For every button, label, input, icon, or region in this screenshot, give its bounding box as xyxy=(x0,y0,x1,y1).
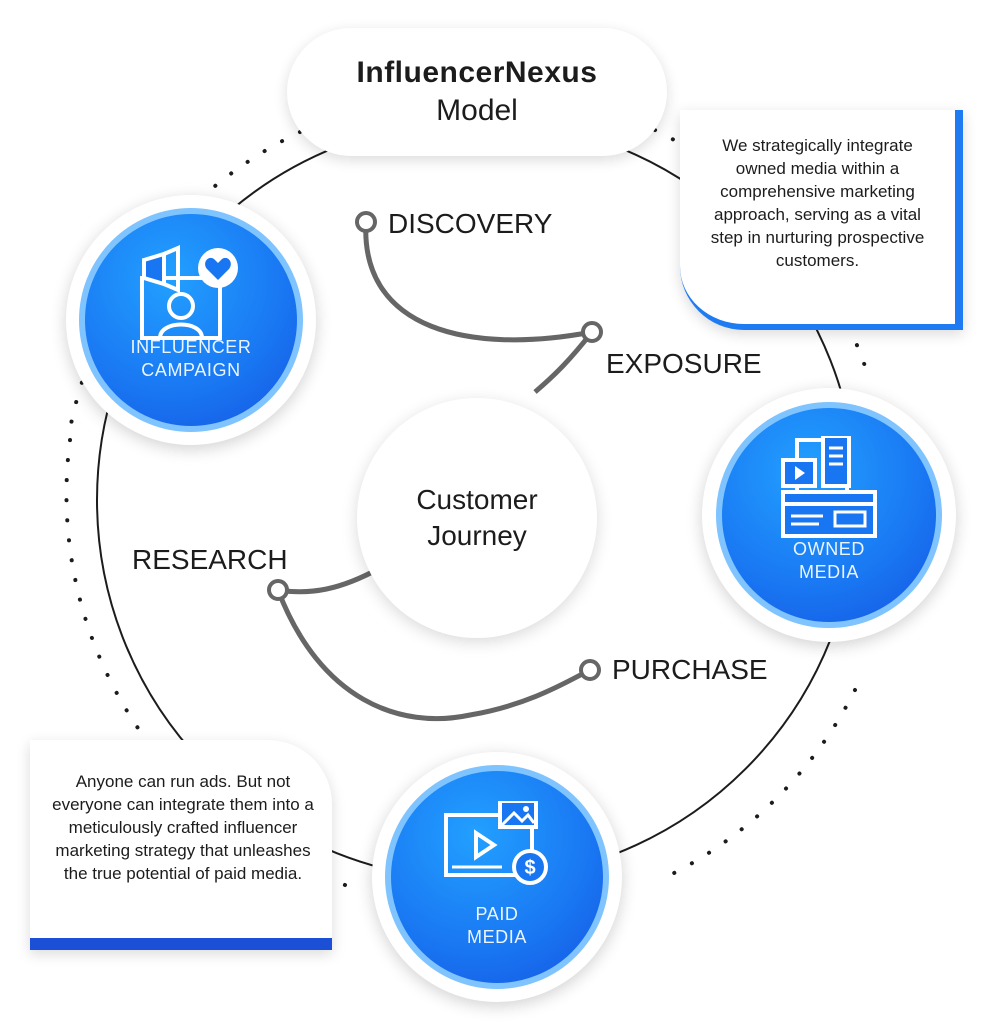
paid-label-1: PAID xyxy=(475,904,519,924)
title-pill: InfluencerNexus Model xyxy=(287,28,667,156)
stage-research: RESEARCH xyxy=(132,544,288,575)
journey-dot-purchase xyxy=(579,659,601,681)
paid-label-2: MEDIA xyxy=(466,927,527,947)
stage-exposure: EXPOSURE xyxy=(606,348,762,379)
journey-dot-research xyxy=(267,579,289,601)
center-line-2: Journey xyxy=(427,520,527,551)
influencer-label-1: INFLUENCER xyxy=(130,337,252,357)
journey-path-discovery-exposure xyxy=(363,221,593,343)
dotted-arc-bottom-left xyxy=(333,878,347,887)
influencer-label-2: CAMPAIGN xyxy=(141,360,241,380)
influencer-campaign-node: INFLUENCER CAMPAIGN xyxy=(66,195,316,445)
title-sub: Model xyxy=(436,94,518,127)
journey-dot-discovery xyxy=(355,211,377,233)
owned-media-note: We strategically integrate owned media w… xyxy=(680,110,963,330)
stage-discovery: DISCOVERY xyxy=(388,208,553,239)
center-line-1: Customer xyxy=(416,484,538,515)
paid-media-note: Anyone can run ads. But not everyone can… xyxy=(30,740,332,950)
devices-icon xyxy=(781,436,877,538)
stage-purchase: PURCHASE xyxy=(612,654,768,685)
title-bold: InfluencerNexus xyxy=(356,56,598,89)
paid-media-node: $ PAID MEDIA xyxy=(372,752,622,1002)
journey-dot-exposure xyxy=(581,321,603,343)
megaphone-heart-icon xyxy=(140,244,238,340)
owned-label-1: OWNED xyxy=(793,539,865,559)
svg-text:$: $ xyxy=(524,857,535,879)
journey-path-research-purchase xyxy=(275,589,592,722)
dotted-arc-bottom-right xyxy=(658,688,857,882)
video-dollar-icon: $ xyxy=(444,801,548,885)
owned-label-2: MEDIA xyxy=(798,562,859,582)
customer-journey-circle: Customer Journey xyxy=(357,398,597,638)
owned-media-node: OWNED MEDIA xyxy=(702,388,956,642)
journey-path-center-research xyxy=(277,565,382,595)
dotted-arc-left xyxy=(64,438,152,747)
